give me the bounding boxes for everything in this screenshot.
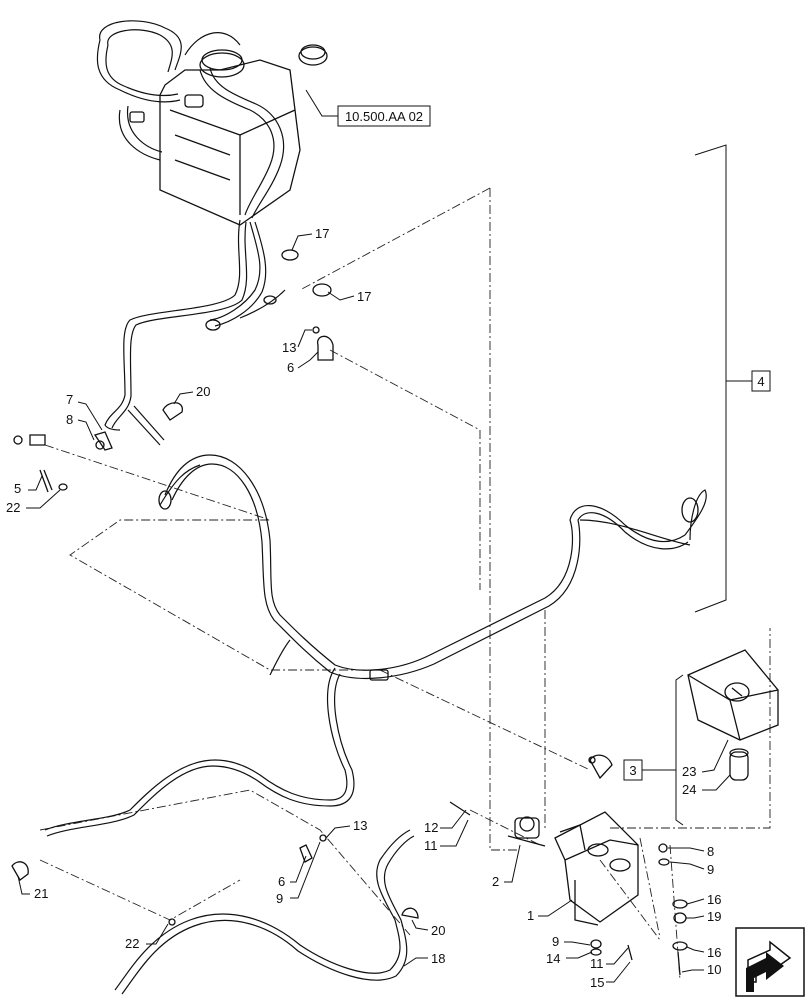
callout-10: 10 xyxy=(707,962,721,977)
callout-22-lower: 22 xyxy=(125,936,139,951)
tank-assembly xyxy=(96,20,328,226)
callout-11-upper: 11 xyxy=(424,838,438,853)
callout-5: 5 xyxy=(14,481,21,496)
callout-8-right: 8 xyxy=(707,844,714,859)
reservoir-bracket xyxy=(675,674,684,826)
main-harness xyxy=(44,454,707,837)
page-turn-arrow-icon[interactable] xyxy=(735,927,805,997)
callout-9-right: 9 xyxy=(707,862,714,877)
reservoir xyxy=(687,649,779,781)
callout-23: 23 xyxy=(682,764,696,779)
callout-9-left: 9 xyxy=(276,891,283,906)
callout-12: 12 xyxy=(424,820,438,835)
callout-6-lower: 6 xyxy=(278,874,285,889)
callout-16-upper: 16 xyxy=(707,892,721,907)
callout-20-upper: 20 xyxy=(196,384,210,399)
callout-2: 2 xyxy=(492,874,499,889)
callout-13-lower: 13 xyxy=(353,818,367,833)
pump-and-bracket xyxy=(507,811,639,926)
callout-21: 21 xyxy=(34,886,48,901)
callout-17-upper: 17 xyxy=(315,226,329,241)
reference-callout[interactable]: 10.500.AA 02 xyxy=(305,89,431,127)
callout-18: 18 xyxy=(431,951,445,966)
callout-14: 14 xyxy=(546,951,560,966)
upper-harness xyxy=(104,219,286,446)
callout-1: 1 xyxy=(527,908,534,923)
group-bracket xyxy=(694,144,727,613)
reference-label: 10.500.AA 02 xyxy=(345,109,423,124)
callout-24: 24 xyxy=(682,782,696,797)
callout-11-lower: 11 xyxy=(590,956,604,971)
lower-hose xyxy=(114,829,415,995)
callout-20-lower: 20 xyxy=(431,923,445,938)
hardware xyxy=(11,249,688,976)
callout-6-upper: 6 xyxy=(287,360,294,375)
callout-19: 19 xyxy=(707,909,721,924)
callout-9-bottom: 9 xyxy=(552,934,559,949)
callout-13-upper: 13 xyxy=(282,340,296,355)
callout-22-left: 22 xyxy=(6,500,20,515)
callout-4: 4 xyxy=(757,374,764,389)
callout-15: 15 xyxy=(590,975,604,990)
callout-8-left: 8 xyxy=(66,412,73,427)
callout-17-lower: 17 xyxy=(357,289,371,304)
callout-7: 7 xyxy=(66,392,73,407)
callout-3: 3 xyxy=(629,763,636,778)
callout-16-lower: 16 xyxy=(707,945,721,960)
callouts: 17 17 13 6 20 7 8 5 22 4 3 23 xyxy=(6,226,771,990)
assembly-lines xyxy=(39,187,771,981)
